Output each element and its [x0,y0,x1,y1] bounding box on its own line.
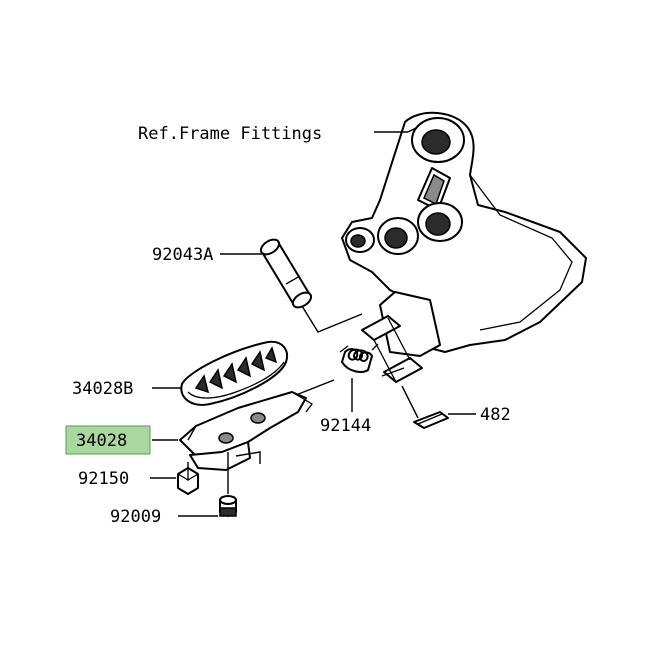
label-34028b: 34028B [72,379,133,399]
label-482: 482 [480,405,511,425]
cotter-pin[interactable] [413,411,449,429]
bolt-92150[interactable] [177,467,199,495]
label-92144: 92144 [320,416,371,436]
leader-lines [150,127,476,517]
pivot-pin[interactable] [258,237,313,311]
return-spring[interactable] [339,343,379,373]
label-34028: 34028 [76,431,127,451]
highlight-box [65,425,151,455]
bolt-92009[interactable] [219,495,237,517]
footrest-body[interactable] [179,391,313,471]
label-92009: 92009 [110,507,161,527]
frame-bracket[interactable] [341,111,587,383]
label-frame-fittings: Ref.Frame Fittings [138,124,322,144]
footrest-rubber[interactable] [180,340,288,406]
label-92043a: 92043A [152,245,213,265]
label-92150: 92150 [78,469,129,489]
